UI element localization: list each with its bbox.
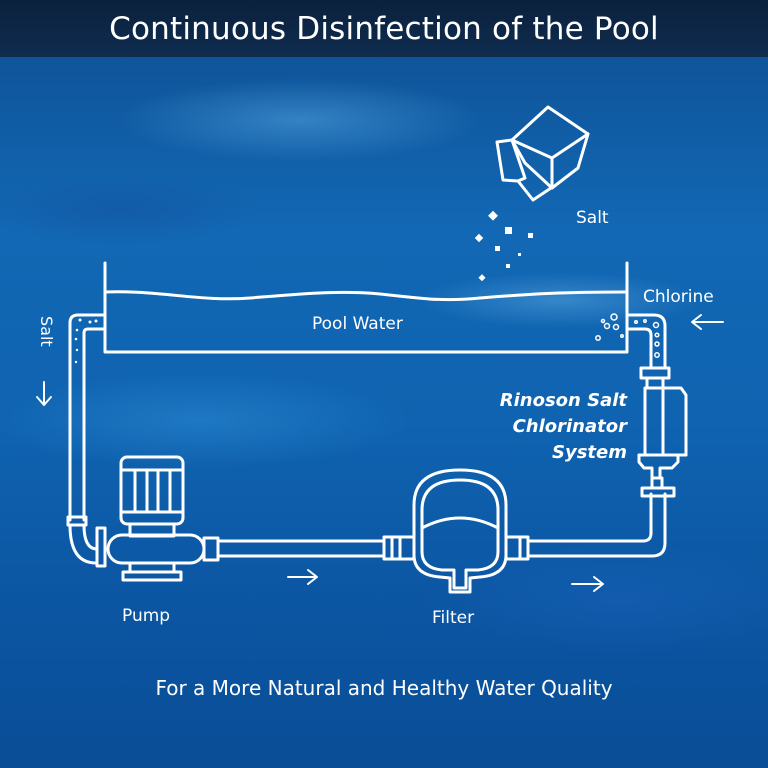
pipe-filter-to-chlorinator: [526, 486, 676, 558]
page-title: Continuous Disinfection of the Pool: [109, 10, 659, 47]
return-pipe: [66, 313, 107, 565]
salt-grains-icon: [474, 210, 533, 282]
filter-icon: [398, 468, 530, 594]
salt-side-label: Salt: [37, 316, 56, 347]
chlorine-bubbles-icon: [595, 313, 624, 341]
tagline: For a More Natural and Healthy Water Qua…: [155, 676, 613, 700]
chlorinator-label: Rinoson Salt Chlorinator System: [500, 388, 627, 466]
pump-icon: [95, 455, 220, 582]
pool-tank-icon: [103, 261, 629, 354]
title-bar: Continuous Disinfection of the Pool: [0, 0, 768, 57]
chlorinator-icon: [625, 313, 688, 490]
pump-label: Pump: [122, 606, 171, 626]
pool-water-label: Pool Water: [312, 314, 403, 334]
chlorinator-label-line3: System: [552, 442, 627, 463]
salt-cube-icon: [495, 105, 590, 202]
chlorinator-label-line1: Rinoson Salt: [499, 390, 627, 411]
salt-label: Salt: [576, 208, 609, 228]
flow-arrow-icon: [36, 314, 724, 592]
chlorinator-label-line2: Chlorinator: [512, 416, 627, 437]
pipe-pump-to-filter: [216, 535, 402, 561]
filter-label: Filter: [432, 608, 475, 628]
chlorine-label: Chlorine: [643, 287, 714, 307]
